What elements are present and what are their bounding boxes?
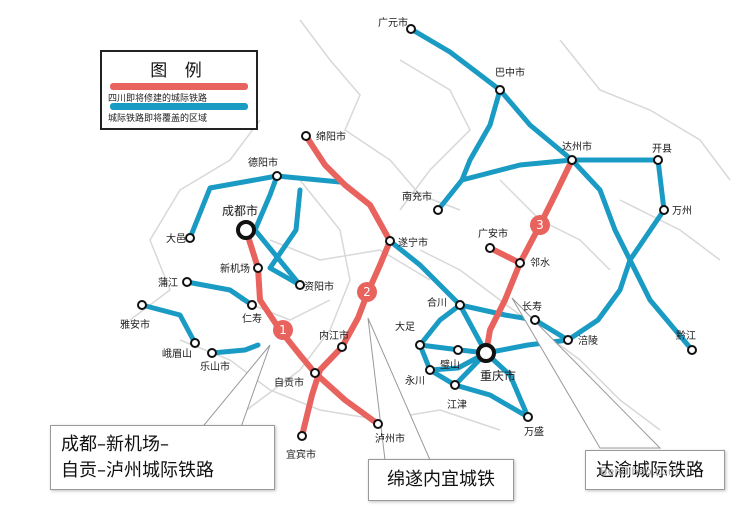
- city-label: 仁寿: [242, 312, 262, 325]
- city-label: 德阳市: [248, 156, 278, 169]
- city-label: 峨眉山: [162, 348, 192, 360]
- line-badges: 1 2 3: [273, 215, 550, 340]
- city-marker: [247, 300, 257, 310]
- callout-pointers: [198, 297, 662, 461]
- city-label: 合川: [427, 296, 447, 309]
- city-marker: [563, 335, 573, 345]
- city-marker: [659, 205, 669, 215]
- city-label: 新机场: [220, 262, 250, 275]
- legend-item-planned: 四川即将修建的城际铁路: [102, 81, 256, 104]
- line-2-number: 2: [363, 285, 371, 299]
- city-marker: [272, 171, 282, 181]
- city-marker: [301, 131, 311, 141]
- city-label: 自贡市: [274, 376, 304, 389]
- city-label: 大足: [395, 320, 415, 333]
- city-label: 长寿: [522, 300, 542, 313]
- city-label: 内江市: [319, 329, 349, 342]
- city-label: 涪陵: [578, 334, 598, 347]
- city-marker: [415, 340, 425, 350]
- city-marker: [297, 431, 307, 441]
- city-marker: [515, 258, 525, 268]
- city-label: 乐山市: [200, 360, 230, 373]
- city-marker: [310, 368, 320, 378]
- callout-line-2: 绵遂内宜城铁: [368, 459, 514, 501]
- callout-line-1: 成都–新机场– 自贡–泸州城际铁路: [50, 425, 275, 490]
- line-3-badge: [530, 215, 550, 235]
- city-marker: [485, 243, 495, 253]
- city-marker: [425, 365, 435, 375]
- city-marker: [476, 343, 496, 363]
- city-marker: [337, 342, 347, 352]
- city-label: 璧山: [440, 358, 460, 371]
- line-3-number: 3: [536, 218, 544, 232]
- city-label: 邻水: [530, 256, 550, 269]
- city-marker: [190, 338, 200, 348]
- city-marker: [523, 412, 533, 422]
- legend-item-covered: 城际铁路即将覆盖的区域: [102, 101, 256, 124]
- planned-railway-lines: [243, 133, 575, 439]
- city-label: 永川: [405, 374, 425, 387]
- legend-swatch-planned: [110, 83, 248, 90]
- legend-label-planned: 四川即将修建的城际铁路: [108, 94, 208, 104]
- line-2-badge: [357, 282, 377, 302]
- legend-title: 图 例: [150, 61, 208, 81]
- city-label: 黔江: [676, 329, 696, 342]
- legend: 图 例 四川即将修建的城际铁路 城际铁路即将覆盖的区域: [100, 50, 258, 130]
- city-label: 广安市: [478, 227, 508, 240]
- callout-line-1-text-b: 自贡–泸州城际铁路: [61, 460, 214, 481]
- city-label: 达州市: [562, 140, 592, 153]
- city-marker: [453, 345, 463, 355]
- city-marker: [530, 315, 540, 325]
- city-marker: [495, 85, 505, 95]
- city-label: 宜宾市: [286, 448, 316, 461]
- city-label: 开县: [652, 143, 672, 155]
- city-marker: [236, 220, 256, 240]
- city-label: 资阳市: [304, 280, 334, 293]
- line-1-number: 1: [279, 323, 287, 337]
- city-label: 泸州市: [375, 432, 405, 445]
- city-label: 成都市: [222, 203, 258, 218]
- city-marker: [450, 380, 460, 390]
- city-marker: [567, 155, 577, 165]
- city-label: 江津: [447, 399, 467, 411]
- city-marker: [137, 300, 147, 310]
- city-marker: [455, 300, 465, 310]
- city-label: 遂宁市: [398, 236, 428, 249]
- city-marker: [185, 233, 195, 243]
- city-marker: [182, 277, 192, 287]
- city-marker: [373, 419, 383, 429]
- city-marker: [653, 155, 663, 165]
- city-label: 重庆市: [480, 368, 516, 383]
- city-marker: [687, 345, 697, 355]
- legend-label-covered: 城际铁路即将覆盖的区域: [108, 114, 208, 124]
- city-marker: [385, 236, 395, 246]
- city-marker: [295, 280, 305, 290]
- watermark: Bendibao.com: [600, 465, 679, 478]
- city-marker: [406, 24, 416, 34]
- legend-swatch-covered: [110, 103, 248, 110]
- city-label: 南充市: [402, 190, 432, 203]
- callout-line-1-text-a: 成都–新机场–: [61, 434, 169, 455]
- city-label: 雅安市: [120, 318, 150, 331]
- city-label: 巴中市: [495, 66, 525, 79]
- city-label: 大邑: [166, 232, 186, 245]
- city-label: 万盛: [524, 425, 544, 438]
- city-label: 广元市: [378, 16, 408, 29]
- callout-line-3: 达渝城际铁路: [585, 450, 725, 490]
- city-marker: [207, 348, 217, 358]
- city-marker: [253, 263, 263, 273]
- city-label: 万州: [672, 205, 692, 217]
- city-marker: [433, 205, 443, 215]
- line-1-badge: [273, 320, 293, 340]
- city-label: 蒲江: [158, 276, 178, 289]
- city-label: 绵阳市: [316, 130, 346, 143]
